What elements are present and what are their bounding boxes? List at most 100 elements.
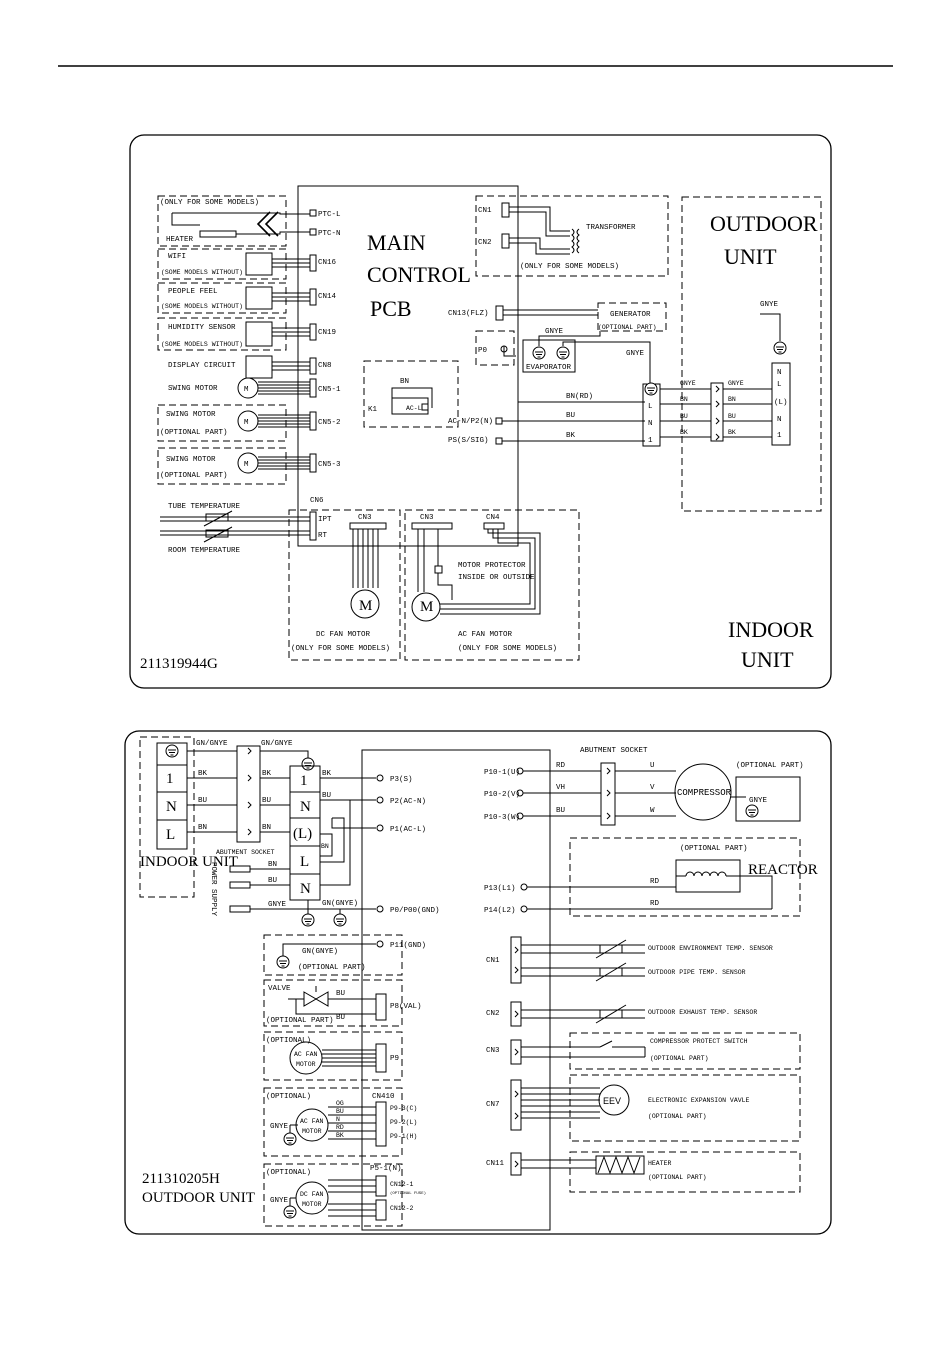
dc-fan-label: DC FAN MOTOR — [316, 631, 371, 639]
motor-protector-1: MOTOR PROTECTOR — [458, 562, 526, 570]
p8-label: P8(VAL) — [390, 1003, 422, 1011]
bu-left: BU — [198, 797, 207, 805]
bk-wire-label: BK — [680, 429, 688, 436]
cn3-out-label: CN3 — [486, 1047, 500, 1055]
outdoor-unit-box — [681, 196, 822, 512]
cn1-label: CN1 — [478, 207, 492, 215]
bk-mid: BK — [262, 770, 272, 778]
indoor-unit-line2: UNIT — [741, 647, 794, 672]
bn-ps: BN — [268, 861, 277, 869]
main-pcb-line2: CONTROL — [367, 262, 471, 287]
wifi-note: (SOME MODELS WITHOUT) — [161, 269, 243, 276]
swing-motor-3-note: (OPTIONAL PART) — [160, 472, 228, 480]
heater-element — [199, 230, 237, 238]
gnye-ps: GNYE — [268, 901, 287, 909]
p14-label: P14(L2) — [484, 907, 516, 915]
gnye-out-label: GNYE — [728, 380, 744, 387]
right-term-n: N — [300, 799, 311, 815]
people-feel-label: PEOPLE FEEL — [168, 288, 218, 296]
cn2-out-label: CN2 — [486, 1010, 500, 1018]
cn12-note: (OPTIONAL FUSE) — [390, 1191, 426, 1196]
gnye-cn12: GNYE — [270, 1197, 289, 1205]
p0-label: P0 — [478, 347, 488, 355]
bn-wire-label: BN — [680, 396, 688, 403]
valve-label: VALVE — [268, 985, 291, 993]
k1-label: K1 — [368, 406, 378, 414]
out-term-4: 1 — [777, 432, 782, 440]
display-label: DISPLAY CIRCUIT — [168, 362, 236, 370]
outdoor-pcb-box — [361, 749, 551, 1231]
cn8-label: CN8 — [318, 362, 332, 370]
ac-fan-m: M — [420, 599, 433, 615]
compressor-optional: (OPTIONAL PART) — [736, 762, 804, 770]
p9-label: P9 — [390, 1055, 399, 1063]
dc-fan-m: M — [359, 598, 372, 614]
term-l-label: L — [648, 403, 653, 411]
bu-out-label: BU — [728, 413, 736, 420]
bu-valve-1: BU — [336, 990, 345, 998]
p9-ac-fan-2: MOTOR — [296, 1061, 316, 1068]
swing-motor-1-m: M — [244, 386, 249, 394]
out-term-3: N — [777, 416, 782, 424]
cn5-3-label: CN5-3 — [318, 461, 341, 469]
ipt-label: IPT — [318, 516, 332, 524]
room-temp-label: ROOM TEMPERATURE — [168, 547, 241, 555]
rt-label: RT — [318, 532, 328, 540]
cn3-ac-label: CN3 — [420, 514, 434, 522]
ac-fan-note: (ONLY FOR SOME MODELS) — [458, 645, 557, 653]
out-term-2: (L) — [774, 399, 788, 407]
bn-out-label: BN — [728, 396, 736, 403]
cn11-out-label: CN11 — [486, 1160, 505, 1168]
bk-out-label: BK — [728, 429, 736, 436]
valve-optional: (OPTIONAL PART) — [266, 1017, 334, 1025]
main-pcb-line3: PCB — [370, 296, 412, 321]
n-wire-cn410: N — [336, 1116, 340, 1123]
p9-1-label: P9-1(H) — [390, 1133, 417, 1140]
p9-2-label: P9-2(L) — [390, 1119, 417, 1126]
power-supply-label: POWER SUPPLY — [209, 862, 217, 917]
ptc-l-label: PTC-L — [318, 211, 341, 219]
outdoor-code: 211310205H — [142, 1171, 220, 1187]
eev-optional: (OPTIONAL PART) — [648, 1113, 707, 1120]
bn-mid: BN — [262, 824, 271, 832]
ps-label: PS(S/SIG) — [448, 437, 489, 445]
out-term-1: L — [777, 381, 782, 389]
og-wire: OG — [336, 1100, 344, 1107]
gn-gnye-bottom: GN(GNYE) — [322, 900, 358, 908]
swing-motor-1-label: SWING MOTOR — [168, 385, 218, 393]
outdoor-frame — [124, 730, 832, 1235]
heater-box — [157, 195, 287, 247]
indoor-code: 211319944G — [140, 656, 218, 672]
swing-motor-3-label: SWING MOTOR — [166, 456, 216, 464]
bu-wire-label: BU — [680, 413, 688, 420]
gn-gnye-left: GN/GNYE — [196, 740, 228, 748]
abutment-socket-right: ABUTMENT SOCKET — [580, 747, 648, 755]
dc-fan-note: (ONLY FOR SOME MODELS) — [291, 645, 390, 653]
bk-label: BK — [566, 432, 576, 440]
bu-ps: BU — [268, 877, 277, 885]
u-label: U — [650, 762, 655, 770]
left-term-1: 1 — [166, 771, 174, 787]
gnye-outdoor-label: GNYE — [760, 301, 779, 309]
p9-ac-fan-1: AC FAN — [294, 1051, 318, 1058]
cn410-ac-fan-2: MOTOR — [302, 1128, 322, 1135]
gnye-comp-label: GNYE — [749, 797, 768, 805]
tube-temp-label: TUBE TEMPERATURE — [168, 503, 241, 511]
outdoor-unit-line1: OUTDOOR — [710, 211, 818, 236]
transformer-label: TRANSFORMER — [586, 224, 636, 232]
heater-out-label: HEATER — [648, 1160, 672, 1167]
outdoor-diagram: 1 N L INDOOR UNIT GN/GNYE GN/GNYE BK BU … — [124, 730, 832, 1235]
eev-symbol — [598, 1084, 630, 1116]
gnye-wire-label: GNYE — [680, 380, 696, 387]
swing-motor-3-m: M — [244, 461, 249, 469]
left-term-n: N — [166, 799, 177, 815]
bn-relay-label: BN — [400, 378, 409, 386]
eev-label: EEV — [603, 1096, 621, 1106]
bu-right: BU — [322, 792, 331, 800]
cn12-2-label: CN12-2 — [390, 1205, 414, 1212]
outdoor-terminal-block — [771, 362, 791, 446]
rd-wire-cn410: RD — [336, 1124, 344, 1131]
right-term-1: 1 — [300, 773, 308, 789]
indoor-frame — [129, 134, 832, 689]
ac-n-label: AC-N/P2(N) — [448, 418, 493, 426]
